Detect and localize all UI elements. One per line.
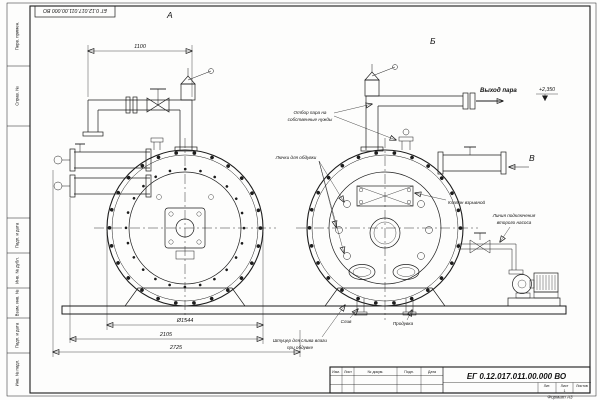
dim-2725: 2725 — [169, 345, 183, 351]
strip-label-inv-podl: Инв. № подл. — [15, 360, 20, 387]
strip-label-vzam: Взам. инв. № — [15, 289, 20, 316]
drum-valve-handwheel-1 — [53, 155, 63, 165]
burner-plate — [164, 207, 206, 249]
pump-line-valve — [469, 239, 481, 254]
sight-box — [175, 250, 195, 260]
view-v-label: В — [529, 153, 535, 163]
view-b-label: Б — [430, 36, 436, 46]
side-strip: Перв. примен. Справ. № Подп. и дата Инв.… — [7, 22, 30, 387]
strip-label-inv-dubl: Инв. № дубл. — [15, 257, 20, 284]
safety-valve-b — [364, 64, 398, 97]
ground-line — [61, 305, 567, 315]
dim-1100: 1100 — [134, 44, 147, 50]
top-stamp-text: ЕГ 0.12.017.011.00.000 ВО — [43, 7, 107, 13]
view-b-boiler-front: Б — [296, 36, 517, 320]
ground-hatch — [61, 305, 567, 315]
tb-sheets-label: Листов — [576, 384, 588, 388]
blow-hatch-2 — [335, 226, 343, 234]
top-stamp-box — [34, 5, 116, 18]
dim-diameter: Ø1544 — [176, 318, 194, 324]
tb-sheet-label: Лист — [561, 384, 569, 388]
second-pump-label-2: второго насоса — [497, 220, 532, 225]
pipe-valve-a — [146, 97, 159, 113]
tb-col-izm: Изм. — [332, 370, 340, 374]
format-note: Формат А3 — [547, 395, 573, 400]
title-block: Изм. Лист № докум. Подп. Дата ЕГ 0.12.01… — [329, 366, 591, 400]
drum-valve-handwheel-2 — [53, 181, 63, 191]
boiler-a-bolts — [107, 150, 263, 306]
blow-hatch-1 — [343, 200, 351, 208]
burner-port — [175, 218, 195, 238]
view-a-top-pipework — [82, 68, 214, 152]
boiler-b-bolts — [307, 150, 463, 306]
own-needs-label-2: собственные нужды — [288, 117, 333, 122]
boiler-a-door-circle — [128, 171, 242, 285]
strip-label-podp2: Подп. и дата — [15, 322, 20, 348]
manhole — [369, 217, 401, 249]
explosion-valve-port — [356, 185, 414, 207]
view-a-label: А — [166, 10, 173, 20]
tb-col-sign: Подп. — [404, 370, 414, 374]
strip-label-podp1: Подп. и дата — [15, 222, 20, 248]
explosion-valve-label: Клапан взрывной — [448, 199, 486, 205]
tb-doc-number: ЕГ 0.12.017.011.00.000 ВО — [467, 372, 567, 381]
boiler-a-door-bolts — [124, 167, 246, 289]
hatches-label: Лючки для обдувки — [275, 155, 317, 160]
tb-col-doc: № докум. — [368, 370, 384, 374]
pump-unit — [507, 269, 561, 307]
blowdown-label: Продувка — [393, 321, 414, 326]
steam-outlet-label: Выход пара — [480, 87, 517, 94]
right-drum — [437, 146, 507, 175]
saddle-a — [124, 287, 246, 307]
callouts: Выход пара +2,350 Отбор пара на собствен… — [273, 87, 558, 350]
view-a-boiler-front: А — [53, 10, 276, 320]
handhole-left — [348, 264, 376, 280]
handhole-right — [392, 264, 420, 280]
own-needs-label-1: Отбор пара на — [294, 110, 327, 115]
dim-2105: 2105 — [159, 332, 173, 338]
drain-label: Слив — [341, 319, 352, 324]
tb-lit-label: Лит. — [544, 384, 551, 388]
dimensions: 1100 Ø1544 2105 2725 — [53, 44, 300, 357]
safety-valve-a — [180, 68, 214, 101]
second-pump-label-1: Линия подключения — [492, 213, 536, 218]
moisture-label-1: Штуцер для слива влаги — [273, 338, 327, 343]
moisture-label-2: при обдувке — [287, 345, 313, 350]
saddle-b — [324, 287, 446, 307]
sheet-frame: ЕГ 0.12.017.011.00.000 ВО — [6, 2, 597, 397]
pump-foundation — [507, 297, 561, 307]
side-drums — [53, 143, 152, 198]
elevation-label: +2,350 — [539, 87, 555, 93]
feed-flange — [82, 131, 104, 137]
motor-fins — [536, 275, 556, 290]
view-b-top-pipework — [360, 64, 476, 152]
tb-col-date: Дата — [428, 370, 436, 374]
tb-col-list: Лист — [344, 370, 352, 374]
elevation-mark: +2,350 — [536, 87, 558, 101]
pump-connection-line — [458, 232, 517, 270]
strip-label-perv: Перв. примен. — [15, 22, 20, 51]
blow-hatch-3 — [343, 252, 351, 260]
tb-sheet-value: 1 — [564, 389, 566, 393]
pump-volute — [512, 274, 532, 294]
own-needs-nozzle — [398, 136, 414, 142]
strip-label-sprav: Справ. № — [15, 86, 20, 106]
